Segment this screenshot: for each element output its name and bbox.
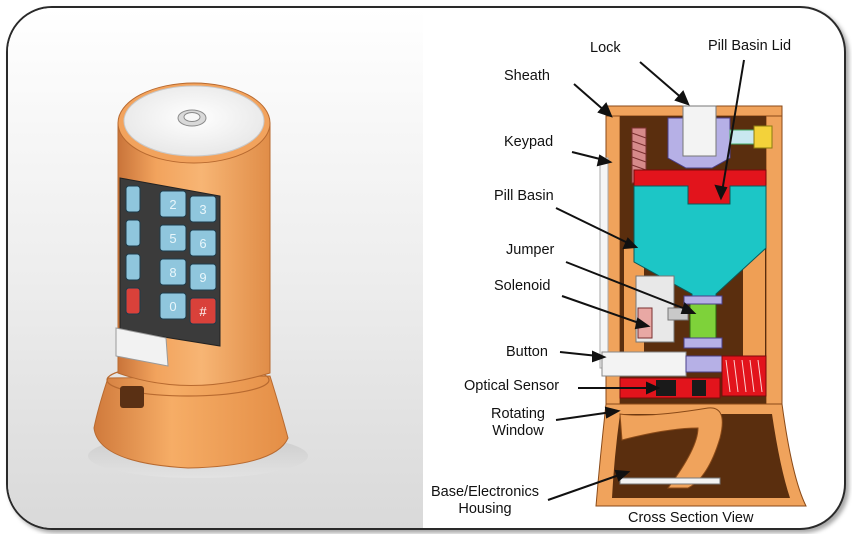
key-9 xyxy=(189,263,217,291)
rotating-window-render xyxy=(120,386,144,408)
key-label: 9 xyxy=(199,270,206,285)
dispenser-render: 2 3 5 6 8 9 0 # xyxy=(88,82,308,478)
key-6 xyxy=(189,229,217,257)
jumper-guide-lower xyxy=(683,337,723,349)
jumper-slider xyxy=(689,299,717,341)
leader-lines xyxy=(547,59,745,501)
label-base-electronics: Base/Electronics Housing xyxy=(420,484,550,518)
button-part xyxy=(601,351,687,377)
label-solenoid: Solenoid xyxy=(494,278,551,294)
key-hash xyxy=(189,297,217,325)
sheath-wall-right xyxy=(765,105,783,405)
rotating-window-part xyxy=(619,407,723,489)
key-label: # xyxy=(199,304,207,319)
jumper-guide xyxy=(683,295,723,305)
key-label: 8 xyxy=(169,265,176,280)
label-button: Button xyxy=(506,344,548,360)
label-jumper: Jumper xyxy=(506,242,555,258)
label-optical-sensor: Optical Sensor xyxy=(464,378,560,394)
spring-coils xyxy=(631,132,647,171)
button-plunger xyxy=(685,355,723,373)
key-star xyxy=(125,287,141,315)
key-8 xyxy=(159,258,187,286)
inner-wall-right xyxy=(743,248,765,358)
key-label: 5 xyxy=(169,231,176,246)
key-3 xyxy=(189,195,217,223)
key-label: 3 xyxy=(199,202,206,217)
label-rotating-window: Rotating Window xyxy=(486,406,550,440)
label-rotating-window-line2: Window xyxy=(492,423,544,439)
label-pill-basin: Pill Basin xyxy=(494,188,554,204)
lock-body xyxy=(682,105,717,157)
keypad-strip xyxy=(599,157,609,369)
key-label: 2 xyxy=(169,197,176,212)
label-base-line1: Base/Electronics xyxy=(431,484,539,500)
label-sheath: Sheath xyxy=(504,68,550,84)
optical-sensor-chip xyxy=(656,380,676,396)
lock-keyhole xyxy=(183,112,201,122)
cross-section-diagram xyxy=(547,59,807,507)
key-0 xyxy=(159,292,187,320)
electronics-board xyxy=(619,477,721,485)
keypad-keys: 2 3 5 6 8 9 0 # xyxy=(125,185,217,325)
latch-bolt xyxy=(753,125,773,149)
label-keypad: Keypad xyxy=(504,134,554,150)
label-lock: Lock xyxy=(590,40,621,56)
key-2 xyxy=(159,190,187,218)
key-7 xyxy=(125,253,141,281)
label-rotating-window-line1: Rotating xyxy=(490,406,545,422)
key-4 xyxy=(125,219,141,247)
key-5 xyxy=(159,224,187,252)
optical-sensor-emitter xyxy=(692,380,706,396)
label-base-line2: Housing xyxy=(458,501,512,517)
key-label: 0 xyxy=(169,299,176,314)
view-caption: Cross Section View xyxy=(628,510,754,526)
figure-frame: 2 3 5 6 8 9 0 # xyxy=(6,6,846,530)
spring-coils-red xyxy=(725,359,763,393)
label-pill-basin-lid: Pill Basin Lid xyxy=(708,38,792,54)
key-label: 6 xyxy=(199,236,206,251)
button-render xyxy=(115,327,169,367)
key-1 xyxy=(125,185,141,213)
